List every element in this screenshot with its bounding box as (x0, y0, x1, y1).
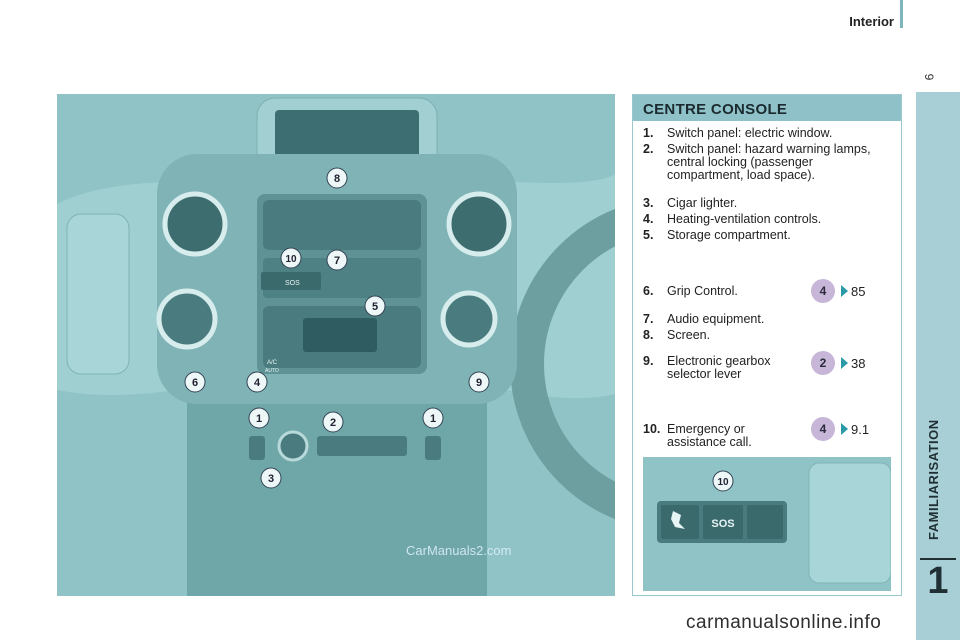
page-section-title: Interior (849, 14, 894, 29)
chapter-label: FAMILIARISATION (926, 419, 941, 540)
lion-icon (671, 511, 685, 529)
svg-text:1: 1 (430, 413, 436, 425)
left-air-vent (162, 191, 228, 257)
sidebar-divider (920, 558, 956, 560)
cigar-lighter (277, 430, 309, 462)
inset-storage-edge (808, 462, 892, 584)
sos-button (703, 505, 743, 539)
right-air-vent (446, 191, 512, 257)
sos-button-inset: SOS 10 (643, 457, 892, 591)
window-switch-left (249, 436, 265, 460)
dashboard-illustration: SOS A/C AUTO 8 10 7 5 6 4 9 (57, 94, 615, 596)
svg-text:3: 3 (268, 473, 274, 485)
chapter-number: 1 (927, 560, 949, 602)
callout-6: 6 (184, 371, 206, 393)
callout-5: 5 (364, 295, 386, 317)
page-reference[interactable]: 2 38 (811, 351, 891, 377)
sos-label: SOS (285, 280, 300, 287)
brand-button (661, 505, 699, 539)
callout-1-right: 1 (422, 407, 444, 429)
callout-8: 8 (326, 167, 348, 189)
climate-display (303, 318, 377, 352)
blank-button (747, 505, 783, 539)
inset-sos-label: SOS (711, 518, 734, 530)
ac-label: A/C (267, 360, 278, 366)
chapter-sidebar (916, 92, 960, 640)
svg-text:8: 8 (334, 173, 340, 185)
arrow-right-icon (841, 357, 848, 369)
chapter-badge: 4 (811, 279, 835, 303)
svg-text:6: 6 (192, 377, 198, 389)
callout-2: 2 (322, 411, 344, 433)
callout-7: 7 (326, 249, 348, 271)
page-ref-number: 85 (851, 284, 866, 299)
chapter-badge: 4 (811, 417, 835, 441)
watermark: CarManuals2.com (406, 543, 512, 558)
svg-text:5: 5 (372, 301, 378, 313)
callout-4: 4 (246, 371, 268, 393)
glovebox-panel (66, 213, 130, 375)
gear-selector-knob (440, 290, 498, 348)
audio-unit (263, 200, 421, 250)
callout-3: 3 (260, 467, 282, 489)
footer-watermark: carmanualsonline.info (686, 612, 882, 633)
auto-label: AUTO (265, 368, 279, 374)
window-switch-right (425, 436, 441, 460)
panel-title: CENTRE CONSOLE (643, 101, 788, 118)
header-divider (900, 0, 903, 28)
page-reference[interactable]: 4 9.1 (811, 417, 891, 443)
arrow-right-icon (841, 285, 848, 297)
page-number: 9 (922, 73, 936, 81)
centre-console-photo: SOS A/C AUTO 8 10 7 5 6 4 9 (57, 94, 615, 596)
steering-wheel (510, 208, 615, 520)
callout-1-left: 1 (248, 407, 270, 429)
panel-title-bar (633, 95, 901, 121)
sos-strip (261, 272, 321, 290)
centre-console-panel: CENTRE CONSOLE 1. Switch panel: electric… (632, 94, 902, 596)
chapter-badge: 2 (811, 351, 835, 375)
svg-text:10: 10 (285, 254, 297, 265)
svg-text:1: 1 (256, 413, 262, 425)
svg-text:2: 2 (330, 417, 336, 429)
svg-text:7: 7 (334, 255, 340, 267)
callout-10: 10 (280, 247, 302, 269)
arrow-right-icon (841, 423, 848, 435)
sos-inset-illustration: SOS 10 (643, 457, 892, 591)
svg-text:9: 9 (476, 377, 482, 389)
page-ref-number: 38 (851, 356, 866, 371)
page-ref-number: 9.1 (851, 422, 870, 437)
callout-9: 9 (468, 371, 490, 393)
page-reference[interactable]: 4 85 (811, 279, 891, 305)
inset-callout-10: 10 (717, 477, 729, 488)
inset-callout-badge (712, 470, 734, 492)
hazard-switch-panel (317, 436, 407, 456)
svg-text:4: 4 (254, 377, 261, 389)
grip-control-knob (156, 288, 218, 350)
